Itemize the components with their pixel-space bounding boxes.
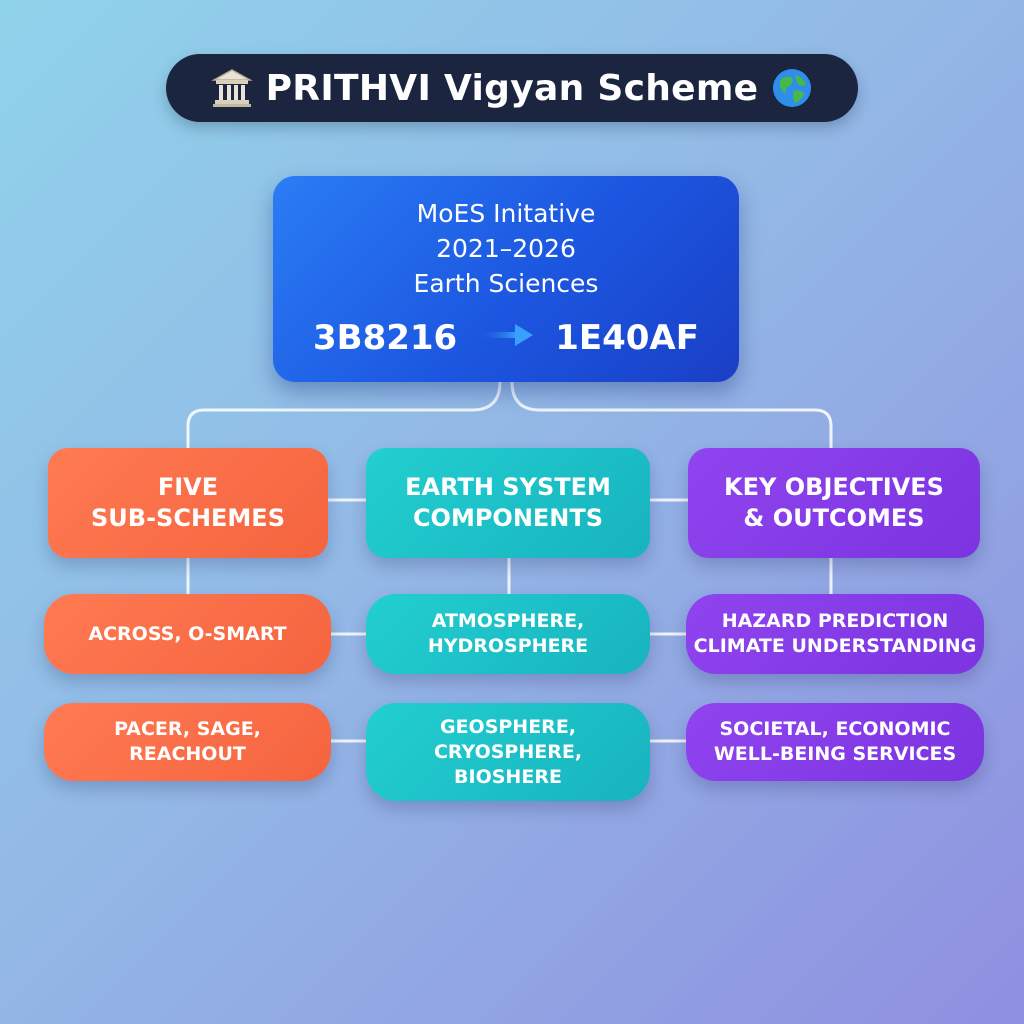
item-hazard-prediction-climate: HAZARD PREDICTION CLIMATE UNDERSTANDING bbox=[686, 594, 984, 674]
item-text-line: ACROSS, O-SMART bbox=[88, 622, 287, 645]
header-text-line: EARTH SYSTEM bbox=[405, 473, 611, 501]
bank-building-icon bbox=[210, 66, 254, 110]
header-earth-system-components: EARTH SYSTEM COMPONENTS bbox=[366, 448, 650, 558]
root-line-field: Earth Sciences bbox=[413, 269, 599, 298]
item-text-line: ATMOSPHERE, bbox=[431, 610, 585, 632]
item-societal-economic-wellbeing: SOCIETAL, ECONOMIC WELL-BEING SERVICES bbox=[686, 703, 984, 781]
root-to-right-connector bbox=[510, 381, 833, 448]
arrow-right-icon bbox=[477, 318, 535, 358]
item-pacer-sage-reachout: PACER, SAGE, REACHOUT bbox=[44, 703, 331, 781]
item-text-line: SOCIETAL, ECONOMIC bbox=[719, 718, 951, 740]
item-text-line: HAZARD PREDICTION bbox=[721, 610, 949, 632]
item-atmosphere-hydrosphere: ATMOSPHERE, HYDROSPHERE bbox=[366, 594, 650, 674]
header-five-sub-schemes: FIVE SUB-SCHEMES bbox=[48, 448, 328, 558]
header-text-line: KEY OBJECTIVES bbox=[724, 473, 944, 501]
header-key-objectives-outcomes: KEY OBJECTIVES & OUTCOMES bbox=[688, 448, 980, 558]
header-text-line: SUB-SCHEMES bbox=[91, 504, 285, 532]
item-text-line: GEOSPHERE, bbox=[439, 715, 577, 738]
item-text-line: REACHOUT bbox=[129, 743, 246, 765]
page-title: PRITHVI Vigyan Scheme bbox=[265, 67, 759, 109]
item-text-line: HYDROSPHERE bbox=[427, 635, 589, 657]
root-to-left-connector bbox=[186, 381, 502, 448]
item-across-o-smart: ACROSS, O-SMART bbox=[44, 594, 331, 674]
item-text-line: PACER, SAGE, bbox=[114, 718, 261, 740]
root-color-codes: 3B8216 1E40AF bbox=[273, 318, 739, 358]
item-text-line: WELL-BEING SERVICES bbox=[713, 743, 957, 765]
item-text-line: BIOSHERE bbox=[454, 765, 562, 788]
code-from: 3B8216 bbox=[313, 318, 458, 358]
root-line-period: 2021–2026 bbox=[436, 234, 576, 263]
root-node-moes-initiative: MoES Initative 2021–2026 Earth Sciences bbox=[273, 176, 739, 382]
item-geosphere-cryosphere-bioshere: GEOSPHERE,CRYOSPHERE,BIOSHERE bbox=[366, 703, 650, 801]
root-line-initiative: MoES Initative bbox=[416, 199, 596, 228]
title-banner: PRITHVI Vigyan Scheme bbox=[166, 54, 858, 122]
header-text-line: COMPONENTS bbox=[412, 504, 604, 532]
header-text-line: FIVE bbox=[157, 473, 219, 501]
item-text-line: CLIMATE UNDERSTANDING bbox=[693, 635, 977, 657]
header-text-line: & OUTCOMES bbox=[743, 504, 925, 532]
globe-icon bbox=[770, 66, 814, 110]
item-text-line: CRYOSPHERE, bbox=[433, 740, 583, 763]
code-to: 1E40AF bbox=[555, 318, 699, 358]
